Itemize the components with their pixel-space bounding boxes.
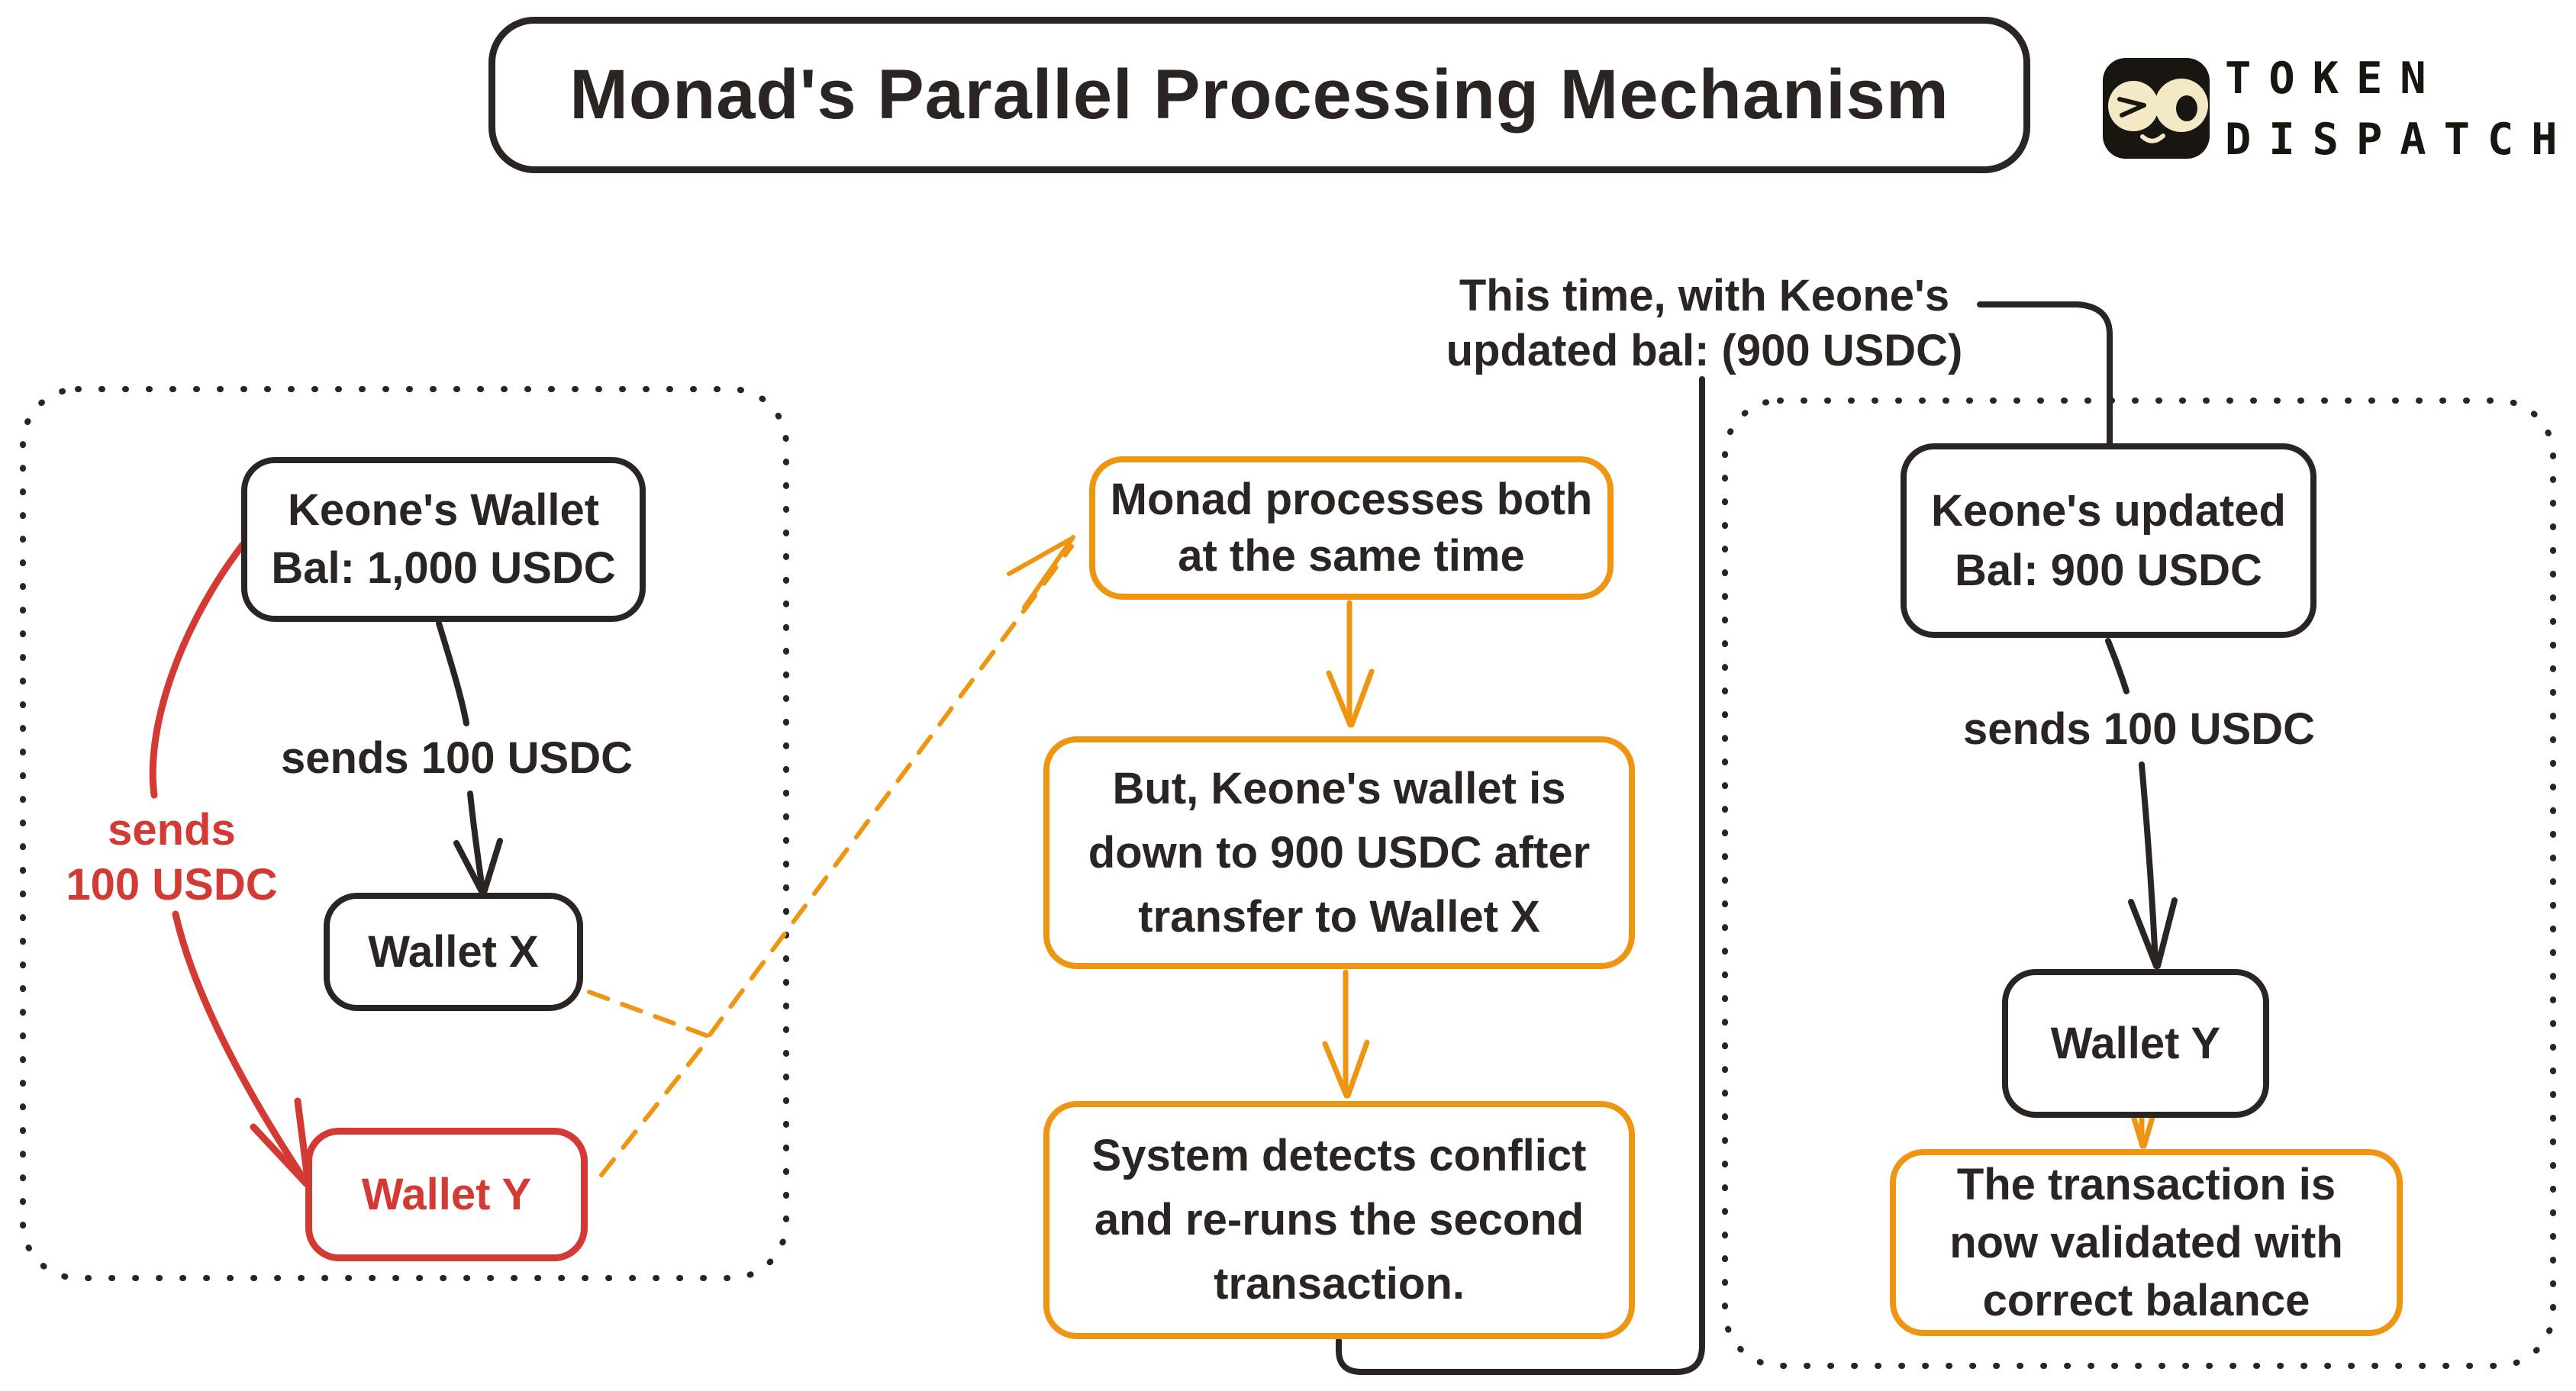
arrow-keone-to-wallet-x (436, 620, 485, 893)
brand-name-line2: DISPATCH (2225, 114, 2575, 165)
dashed-link-arrowhead (1007, 535, 1075, 610)
wallet-y-right-label: Wallet Y (2050, 1019, 2221, 1068)
sends-100-usdc-label-left: sends 100 USDC (281, 733, 633, 783)
diagram-title: Monad's Parallel Processing Mechanism (569, 56, 1949, 134)
wallet-down-box: But, Keone's wallet is down to 900 USDC … (1043, 736, 1635, 969)
arrow-keone-to-wallet-y (149, 541, 308, 1183)
diagram-title-box: Monad's Parallel Processing Mechanism (488, 17, 2030, 173)
dashed-link-wallet-x (587, 990, 711, 1038)
conflict-line3: transaction. (1214, 1259, 1465, 1309)
validated-line2: now validated with (1949, 1217, 2343, 1267)
wallet-x-label: Wallet X (368, 927, 539, 977)
dashed-link-wallet-y (599, 1037, 711, 1177)
right-group-dotted-border (1722, 398, 2556, 1369)
wallet-y-box-left: Wallet Y (305, 1128, 588, 1261)
token-dispatch-logo-icon (2103, 58, 2210, 159)
dashed-link-to-monad-box (708, 544, 1074, 1037)
monad-processes-line2: at the same time (1178, 531, 1525, 581)
sends-100-usdc-label-red: sends 100 USDC (38, 803, 305, 913)
arrow-box1-to-box2 (1326, 600, 1375, 728)
keone-wallet-box: Keone's Wallet Bal: 1,000 USDC (241, 457, 646, 622)
keone-wallet-line2: Bal: 1,000 USDC (271, 543, 616, 593)
arrow-updated-to-wallet-y-head (2128, 897, 2178, 969)
wallet-x-box: Wallet X (324, 893, 583, 1011)
validated-line3: correct balance (1982, 1275, 2310, 1325)
arrow-updated-to-wallet-y (2105, 638, 2158, 964)
wallet-y-box-right: Wallet Y (2002, 969, 2269, 1118)
wallet-down-line2: down to 900 USDC after (1088, 827, 1591, 877)
conflict-box: System detects conflict and re-runs the … (1043, 1101, 1635, 1339)
feedback-loop-line (1336, 376, 1705, 1375)
wallet-down-line3: transfer to Wallet X (1138, 891, 1540, 942)
sends-100-usdc-label-right: sends 100 USDC (1963, 704, 2315, 754)
monad-processes-box: Monad processes both at the same time (1089, 456, 1614, 600)
sends-red-line2: 100 USDC (66, 860, 278, 910)
arrow-keone-to-wallet-x-head (453, 838, 503, 896)
wallet-y-left-label: Wallet Y (361, 1170, 532, 1219)
validated-box: The transaction is now validated with co… (1890, 1149, 2403, 1336)
conflict-line1: System detects conflict (1091, 1131, 1587, 1180)
keone-updated-line2: Bal: 900 USDC (1955, 545, 2262, 595)
sends-red-line1: sends (108, 805, 236, 855)
top-note-line2: updated bal: (900 USDC) (1446, 326, 1963, 375)
validated-line1: The transaction is (1956, 1159, 2336, 1209)
top-note-line1: This time, with Keone's (1459, 271, 1950, 320)
monad-processes-line1: Monad processes both (1110, 475, 1593, 524)
owl-face-icon (2103, 58, 2210, 159)
top-note: This time, with Keone's updated bal: (90… (1395, 269, 2013, 378)
note-to-updated-box-line (1977, 301, 2113, 449)
conflict-line2: and re-runs the second (1094, 1195, 1585, 1244)
brand-name-line1: TOKEN (2225, 53, 2444, 104)
arrow-box2-to-box3 (1322, 969, 1370, 1099)
keone-updated-line1: Keone's updated (1931, 485, 2286, 536)
wallet-down-line1: But, Keone's wallet is (1112, 763, 1566, 813)
keone-updated-box: Keone's updated Bal: 900 USDC (1901, 443, 2316, 638)
keone-wallet-line1: Keone's Wallet (287, 485, 600, 535)
